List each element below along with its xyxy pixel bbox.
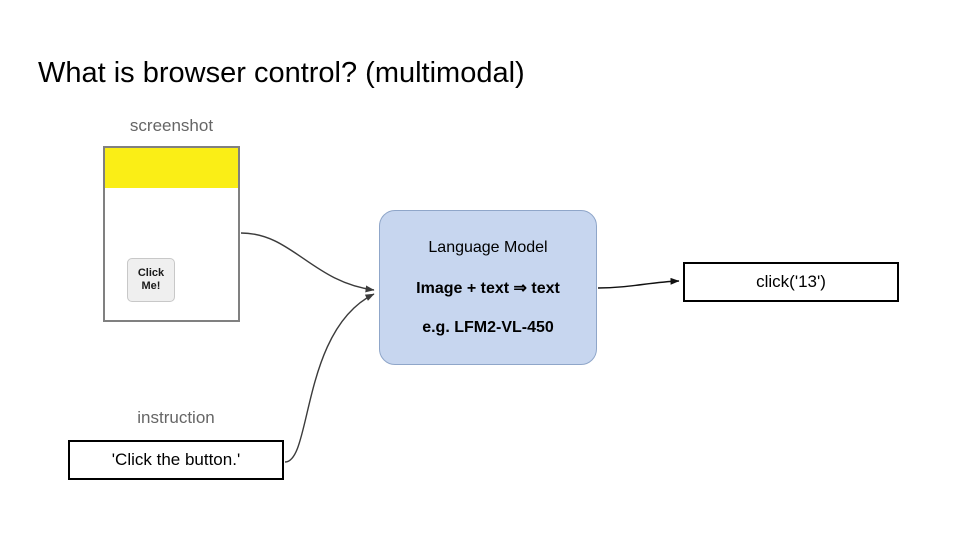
instruction-text: 'Click the button.' [111,450,241,469]
screenshot-frame: Click Me! [103,146,240,322]
click-me-button-line2: Me! [141,280,161,292]
language-model-box: Language Model Image + text ⇒ text e.g. … [379,210,597,365]
language-model-formula: Image + text ⇒ text [416,279,560,297]
screenshot-banner [105,148,238,188]
connector-instruction-to-model [284,293,375,463]
click-me-button-line1: Click [137,267,165,279]
language-model-title: Language Model [428,238,548,256]
connector-screenshot-to-model [240,232,375,293]
screenshot-label: screenshot [129,116,214,135]
language-model-example: e.g. LFM2-VL-450 [422,318,554,336]
connector-model-to-output [597,277,680,289]
output-text: click('13') [756,272,826,291]
click-me-button[interactable]: Click Me! [127,258,175,302]
page-title: What is browser control? (multimodal) [38,57,525,89]
instruction-box: 'Click the button.' [68,440,284,480]
output-box: click('13') [683,262,899,302]
instruction-label: instruction [137,408,215,427]
